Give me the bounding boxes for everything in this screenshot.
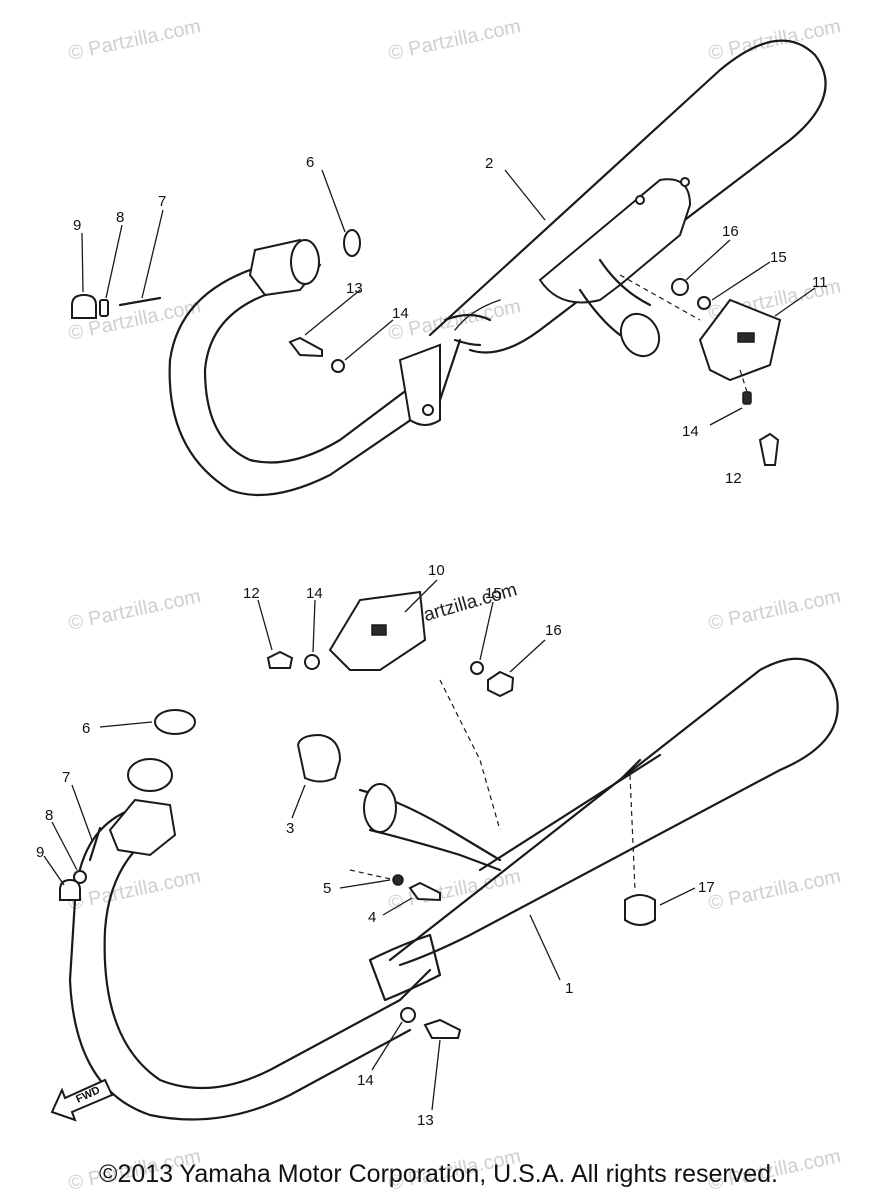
upper-stud	[118, 296, 162, 307]
watermark: © Partzilla.com	[386, 15, 522, 65]
upper-cap-nut	[71, 293, 97, 319]
callout-4: 4	[368, 909, 376, 926]
callout-8: 8	[45, 807, 53, 824]
upper-header-pipe	[168, 263, 462, 497]
upper-shield-hole	[635, 195, 645, 205]
callout-12: 12	[243, 585, 260, 602]
upper-bolt-12	[758, 432, 780, 466]
callout-2: 2	[485, 155, 493, 172]
watermark: © Partzilla.com	[706, 585, 842, 635]
watermark: © Partzilla.com	[66, 585, 202, 635]
callout-16: 16	[545, 622, 562, 639]
callout-9: 9	[36, 844, 44, 861]
lower-muffler	[388, 657, 839, 967]
callout-5: 5	[323, 880, 331, 897]
upper-shield-hole	[680, 177, 690, 187]
upper-outlet-end	[619, 312, 661, 358]
upper-clamp-bracket	[398, 343, 441, 426]
callout-6: 6	[306, 154, 314, 171]
lower-exhaust-assembly: FWD	[50, 590, 839, 1122]
lower-stud	[88, 826, 102, 862]
upper-muffler	[428, 39, 827, 354]
lower-gasket-6	[154, 709, 196, 735]
upper-gasket	[343, 229, 361, 257]
upper-bracket-slot	[737, 332, 755, 343]
lower-washer-14b	[400, 1007, 416, 1023]
lower-header-pipe-inner	[68, 808, 412, 1121]
lower-bolt-12	[266, 650, 294, 669]
callout-15: 15	[770, 249, 787, 266]
watermarks: © Partzilla.com © Partzilla.com © Partzi…	[66, 15, 842, 1195]
lower-inlet-collar	[363, 783, 397, 833]
callout-8: 8	[116, 209, 124, 226]
callout-9: 9	[73, 217, 81, 234]
lower-flange	[108, 798, 177, 857]
callout-14: 14	[392, 305, 409, 322]
lower-nut-16	[487, 670, 515, 698]
upper-nut-16	[671, 278, 689, 296]
callout-13: 13	[346, 280, 363, 297]
upper-washer-14b	[742, 391, 752, 405]
upper-header-joint	[443, 313, 492, 347]
lower-muffler-underside	[478, 753, 662, 872]
callout-7: 7	[158, 193, 166, 210]
lower-cap-nut-9	[59, 878, 81, 901]
callout-10: 10	[428, 562, 445, 579]
callout-6: 6	[82, 720, 90, 737]
lower-damper-3	[296, 733, 342, 783]
lower-header-pipe	[103, 828, 432, 1090]
callout-15: 15	[485, 585, 502, 602]
callout-11: 11	[812, 274, 828, 291]
callout-14b: 14	[682, 423, 699, 440]
callout-1: 1	[565, 980, 573, 997]
copyright-notice: ©2013 Yamaha Motor Corporation, U.S.A. A…	[99, 1160, 778, 1188]
lower-callouts: 10 12 14 15 16 6 7 8 9 3 5 4 1 17 14 13	[36, 562, 715, 1129]
lower-flange-collar	[127, 758, 173, 792]
lower-washer-8	[73, 870, 87, 884]
lower-washer-5	[392, 874, 404, 886]
callout-12: 12	[725, 470, 742, 487]
callout-7: 7	[62, 769, 70, 786]
upper-assembly-path	[619, 274, 749, 396]
upper-clamp-bolt-hole	[422, 404, 434, 416]
upper-heat-shield	[538, 178, 692, 304]
upper-outlet-tube	[578, 258, 652, 342]
watermark: © Partzilla.com	[706, 865, 842, 915]
callout-16: 16	[722, 223, 739, 240]
watermark: © Partzilla.com	[66, 865, 202, 915]
fwd-arrow-shape	[50, 1078, 114, 1122]
upper-washer-15	[697, 296, 711, 310]
lower-grommet-17	[624, 894, 656, 926]
lower-assembly-path	[349, 679, 636, 891]
lower-washer-14	[304, 654, 320, 670]
lower-header-joint	[368, 933, 442, 1002]
upper-washer-14	[331, 359, 345, 373]
callout-3: 3	[286, 820, 294, 837]
lower-bolt-13	[423, 1018, 462, 1039]
upper-bolt-13	[288, 336, 323, 358]
callout-14b: 14	[357, 1072, 374, 1089]
upper-muffler-seam	[454, 299, 501, 331]
callout-13: 13	[417, 1112, 434, 1129]
lower-washer-15	[470, 661, 484, 675]
upper-callouts: 2 6 7 8 9 13 14 16 15 11 14 12	[73, 154, 828, 487]
upper-flange-collar	[290, 239, 320, 285]
watermark: © Partzilla.com	[66, 15, 202, 65]
callout-17: 17	[698, 879, 715, 896]
lower-bracket-slot	[371, 624, 387, 636]
callout-14: 14	[306, 585, 323, 602]
upper-header-pipe-inner	[203, 288, 442, 464]
fwd-arrow: FWD	[50, 1078, 114, 1122]
upper-exhaust-assembly	[71, 39, 827, 497]
lower-bolt-4	[408, 881, 441, 902]
upper-washer	[99, 299, 109, 317]
